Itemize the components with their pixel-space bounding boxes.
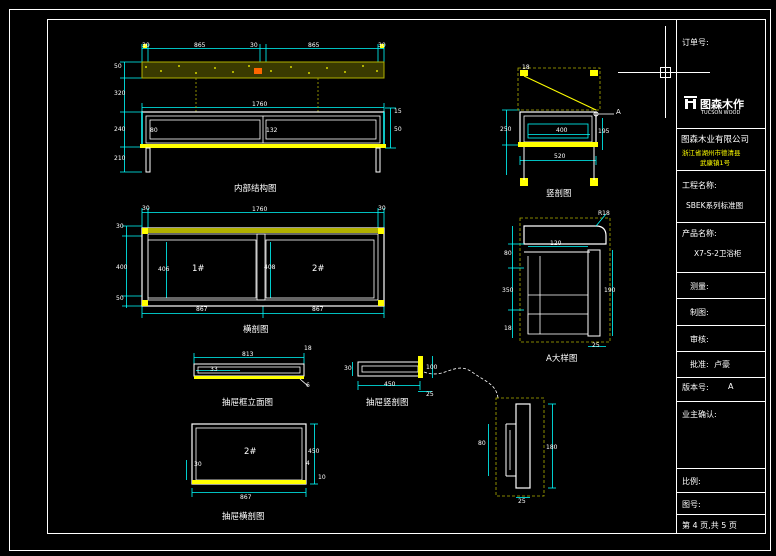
- approve-value: 卢豪: [714, 360, 730, 369]
- brand-name-cn: 图森木作: [700, 98, 744, 111]
- dim-label: 80: [150, 127, 158, 134]
- caption-cross-section: 横剖图: [243, 325, 269, 335]
- dim-label: 132: [266, 127, 278, 134]
- dim-label: R18: [598, 210, 610, 217]
- product-name-label: 产品名称:: [682, 229, 717, 238]
- sheet-outer-border: [9, 9, 771, 551]
- dim-label: 10: [318, 474, 326, 481]
- dim-label: 18: [304, 345, 312, 352]
- dim-label: 50: [114, 63, 122, 70]
- dim-label: 30: [194, 461, 202, 468]
- dim-label: 25: [426, 391, 434, 398]
- dim-label: 30: [116, 223, 124, 230]
- caption-drawer-side: 抽屉竖剖图: [366, 398, 409, 408]
- dim-label: 4: [306, 460, 310, 467]
- dim-label: 50: [116, 295, 124, 302]
- dim-label: 867: [240, 494, 252, 501]
- dim-label: 867: [312, 306, 324, 313]
- sheet-inner-border: [47, 19, 766, 534]
- detail-a-view: [508, 213, 613, 347]
- tucson-logo-icon: [684, 96, 697, 109]
- brand-name-en: TUCSON WOOD: [701, 110, 741, 116]
- dim-label: 15: [394, 108, 402, 115]
- dim-label: 350: [502, 287, 514, 294]
- caption-internal-structure: 内部结构图: [234, 184, 277, 194]
- dim-label: 406: [158, 266, 170, 273]
- dim-label: 30: [378, 205, 386, 212]
- version-value: A: [728, 382, 734, 391]
- measure-label: 测量:: [690, 282, 709, 291]
- company-address-line2: 武康镇1号: [700, 159, 731, 167]
- dim-label: 520: [554, 153, 566, 160]
- dim-label: 400: [116, 264, 128, 271]
- dim-label: 25: [518, 498, 526, 505]
- drawing-no-label: 图号:: [682, 500, 701, 509]
- dim-label: 867: [196, 306, 208, 313]
- page-number: 第 4 页,共 5 页: [682, 521, 737, 530]
- panel-label-left: 1#: [192, 264, 205, 274]
- dim-label: 240: [114, 126, 126, 133]
- dim-label: 50: [394, 126, 402, 133]
- dim-label: 6: [306, 382, 310, 389]
- panel-label-right: 2#: [312, 264, 325, 274]
- drawer-cross-view: [186, 423, 318, 497]
- dim-label: 18: [504, 325, 512, 332]
- product-name-value: X7-S-2卫浴柜: [694, 249, 742, 258]
- dim-label: 18: [522, 64, 530, 71]
- crosshair-cursor-icon: [618, 26, 710, 118]
- dim-label: 30: [142, 205, 150, 212]
- side-section-view: [502, 67, 614, 186]
- version-label: 版本号:: [682, 383, 709, 392]
- dim-label: 30: [344, 365, 352, 372]
- company-address-line1: 浙江省湖州市德清县: [682, 149, 741, 157]
- dim-label: 30: [378, 42, 386, 49]
- dim-label: 1760: [252, 101, 268, 108]
- dim-label: 190: [604, 287, 616, 294]
- callout-a-label: A: [616, 108, 621, 116]
- approve-label: 批准:: [690, 360, 709, 369]
- dim-label: 1760: [252, 206, 268, 213]
- project-name-label: 工程名称:: [682, 181, 717, 190]
- drawer-zoom-detail: [488, 397, 556, 498]
- dim-label: 450: [308, 448, 320, 455]
- dim-label: 210: [114, 155, 126, 162]
- company-name: 图森木业有限公司: [681, 135, 750, 145]
- dim-label: 813: [242, 351, 254, 358]
- dim-label: 408: [264, 264, 276, 271]
- caption-drawer-cross: 抽屉横剖图: [222, 512, 265, 522]
- project-name-value: SBEK系列标准图: [686, 201, 744, 210]
- dim-label: 80: [478, 440, 486, 447]
- dim-label: 33: [210, 366, 218, 373]
- dim-label: 195: [598, 128, 610, 135]
- order-no-label: 订单号:: [682, 38, 709, 47]
- cross-section-view: [122, 208, 385, 318]
- dim-label: 80: [504, 250, 512, 257]
- drawer-side-view: [352, 356, 499, 399]
- dim-label: 180: [546, 444, 558, 451]
- dim-label: 865: [308, 42, 320, 49]
- owner-confirm-label: 业主确认:: [682, 410, 717, 419]
- internal-structure-view: [120, 44, 396, 173]
- dim-label: 400: [556, 127, 568, 134]
- caption-drawer-front: 抽屉框立面图: [222, 398, 274, 408]
- dim-label: 250: [500, 126, 512, 133]
- dim-label: 120: [550, 240, 562, 247]
- title-block-frame: [676, 19, 766, 534]
- dim-label: 865: [194, 42, 206, 49]
- drawer-front-view: [193, 353, 309, 387]
- dim-label: 320: [114, 90, 126, 97]
- dim-label: 450: [384, 381, 396, 388]
- caption-detail-a: A大样图: [546, 354, 578, 364]
- dim-label: 30: [142, 42, 150, 49]
- dim-label: 25: [592, 342, 600, 349]
- panel-label-drawer: 2#: [244, 447, 257, 457]
- dim-label: 30: [250, 42, 258, 49]
- scale-label: 比例:: [682, 477, 701, 486]
- review-label: 审核:: [690, 335, 709, 344]
- caption-side-section: 竖剖图: [546, 189, 572, 199]
- draw-label: 制图:: [690, 308, 709, 317]
- dim-label: 100: [426, 364, 438, 371]
